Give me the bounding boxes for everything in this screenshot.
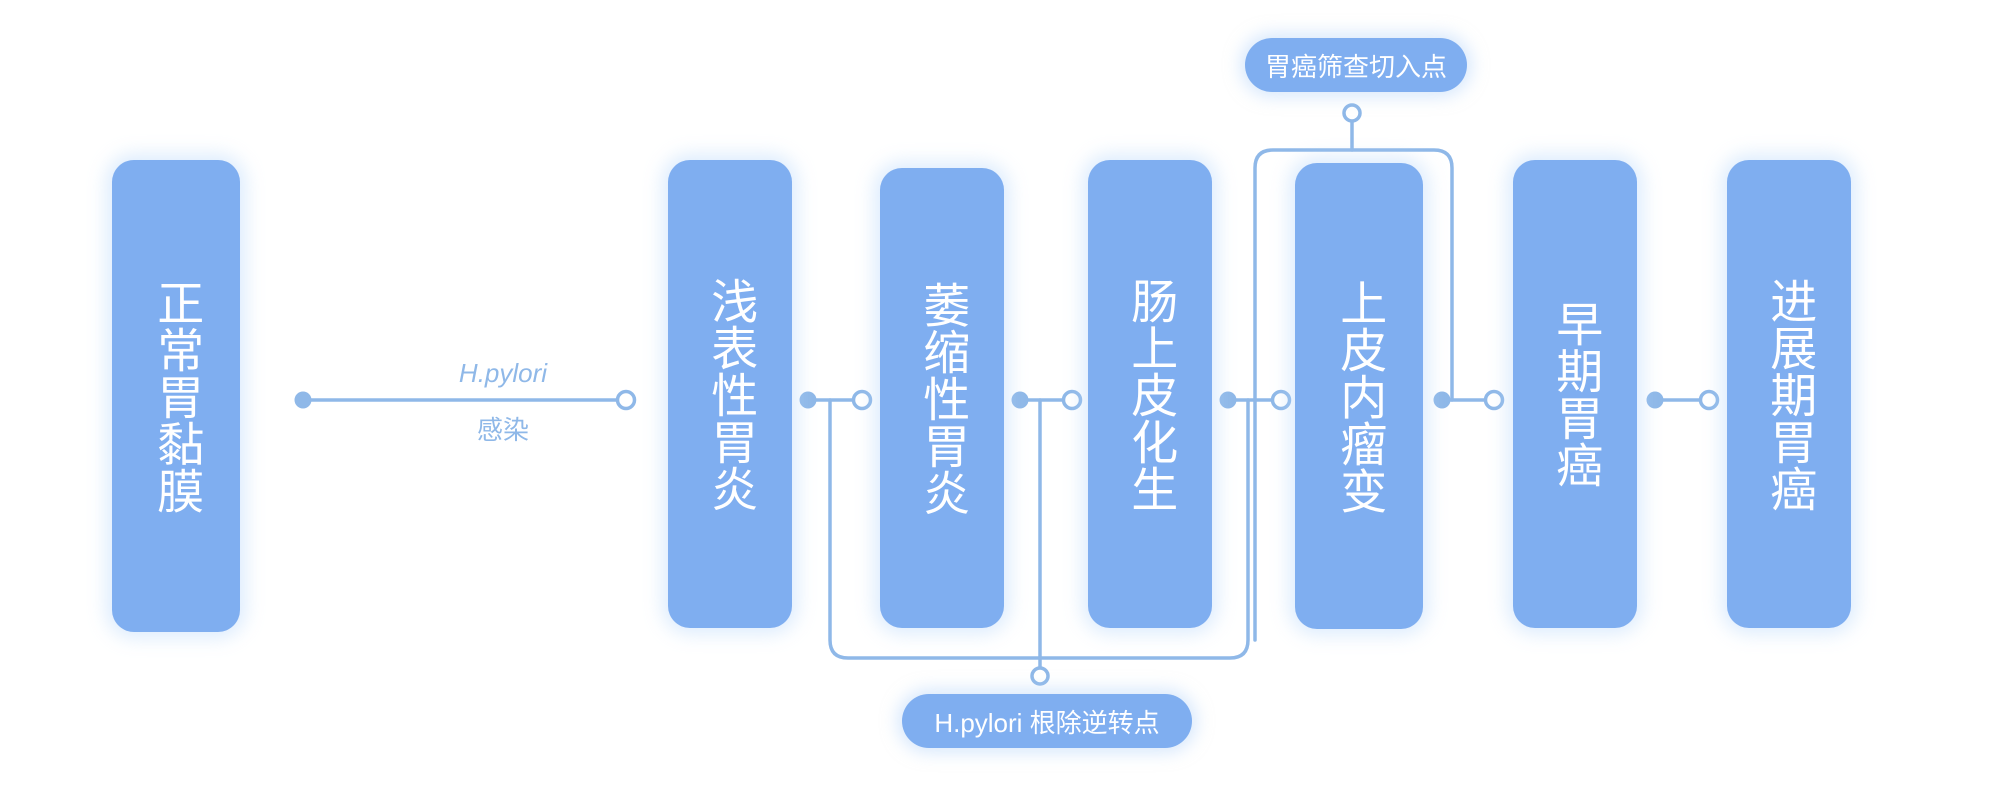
stage-node-label: 进展期胃癌 — [1763, 276, 1817, 512]
connector-superficial-to-atrophic — [799, 389, 873, 411]
stage-node-atrophic-gastritis[interactable]: 萎缩性胃炎 — [880, 168, 1004, 628]
stage-node-intraepithelial-neoplasia[interactable]: 上皮内瘤变 — [1295, 163, 1423, 629]
stage-node-label: 早期胃癌 — [1549, 300, 1603, 488]
annotation-pill-hpylori-eradication-reversal[interactable]: H.pylori 根除逆转点 — [902, 694, 1192, 748]
connector-metaplasia-to-neoplasia — [1219, 389, 1292, 411]
stage-node-label: 萎缩性胃炎 — [916, 280, 970, 516]
stage-node-label: 肠上皮化生 — [1124, 276, 1178, 512]
hpylori-reversal-bracket — [828, 398, 1250, 686]
stage-node-intestinal-metaplasia[interactable]: 肠上皮化生 — [1088, 160, 1212, 628]
screening-entry-bracket — [1253, 103, 1454, 642]
connector-normal-to-superficial — [294, 389, 637, 411]
annotation-pill-label: 胃癌筛查切入点 — [1265, 51, 1448, 82]
connector-neoplasia-to-early-cancer — [1433, 389, 1505, 411]
stage-node-label: 浅表性胃炎 — [704, 276, 758, 512]
connector-early-to-advanced-cancer — [1646, 389, 1720, 411]
edge-label-hpylori-infection: 感染 — [476, 415, 529, 445]
stage-node-label: 上皮内瘤变 — [1333, 278, 1387, 514]
edge-label-hpylori-latin: H.pylori — [458, 358, 548, 388]
annotation-pill-screening-entry-point[interactable]: 胃癌筛查切入点 — [1245, 38, 1467, 92]
stage-node-normal-mucosa[interactable]: 正常胃黏膜 — [112, 160, 240, 632]
stage-node-label: 正常胃黏膜 — [150, 278, 204, 514]
annotation-pill-label: H.pylori 根除逆转点 — [934, 707, 1160, 738]
stage-node-early-gastric-cancer[interactable]: 早期胃癌 — [1513, 160, 1637, 628]
stage-node-advanced-gastric-cancer[interactable]: 进展期胃癌 — [1727, 160, 1851, 628]
stage-node-superficial-gastritis[interactable]: 浅表性胃炎 — [668, 160, 792, 628]
connector-atrophic-to-metaplasia — [1011, 389, 1083, 411]
